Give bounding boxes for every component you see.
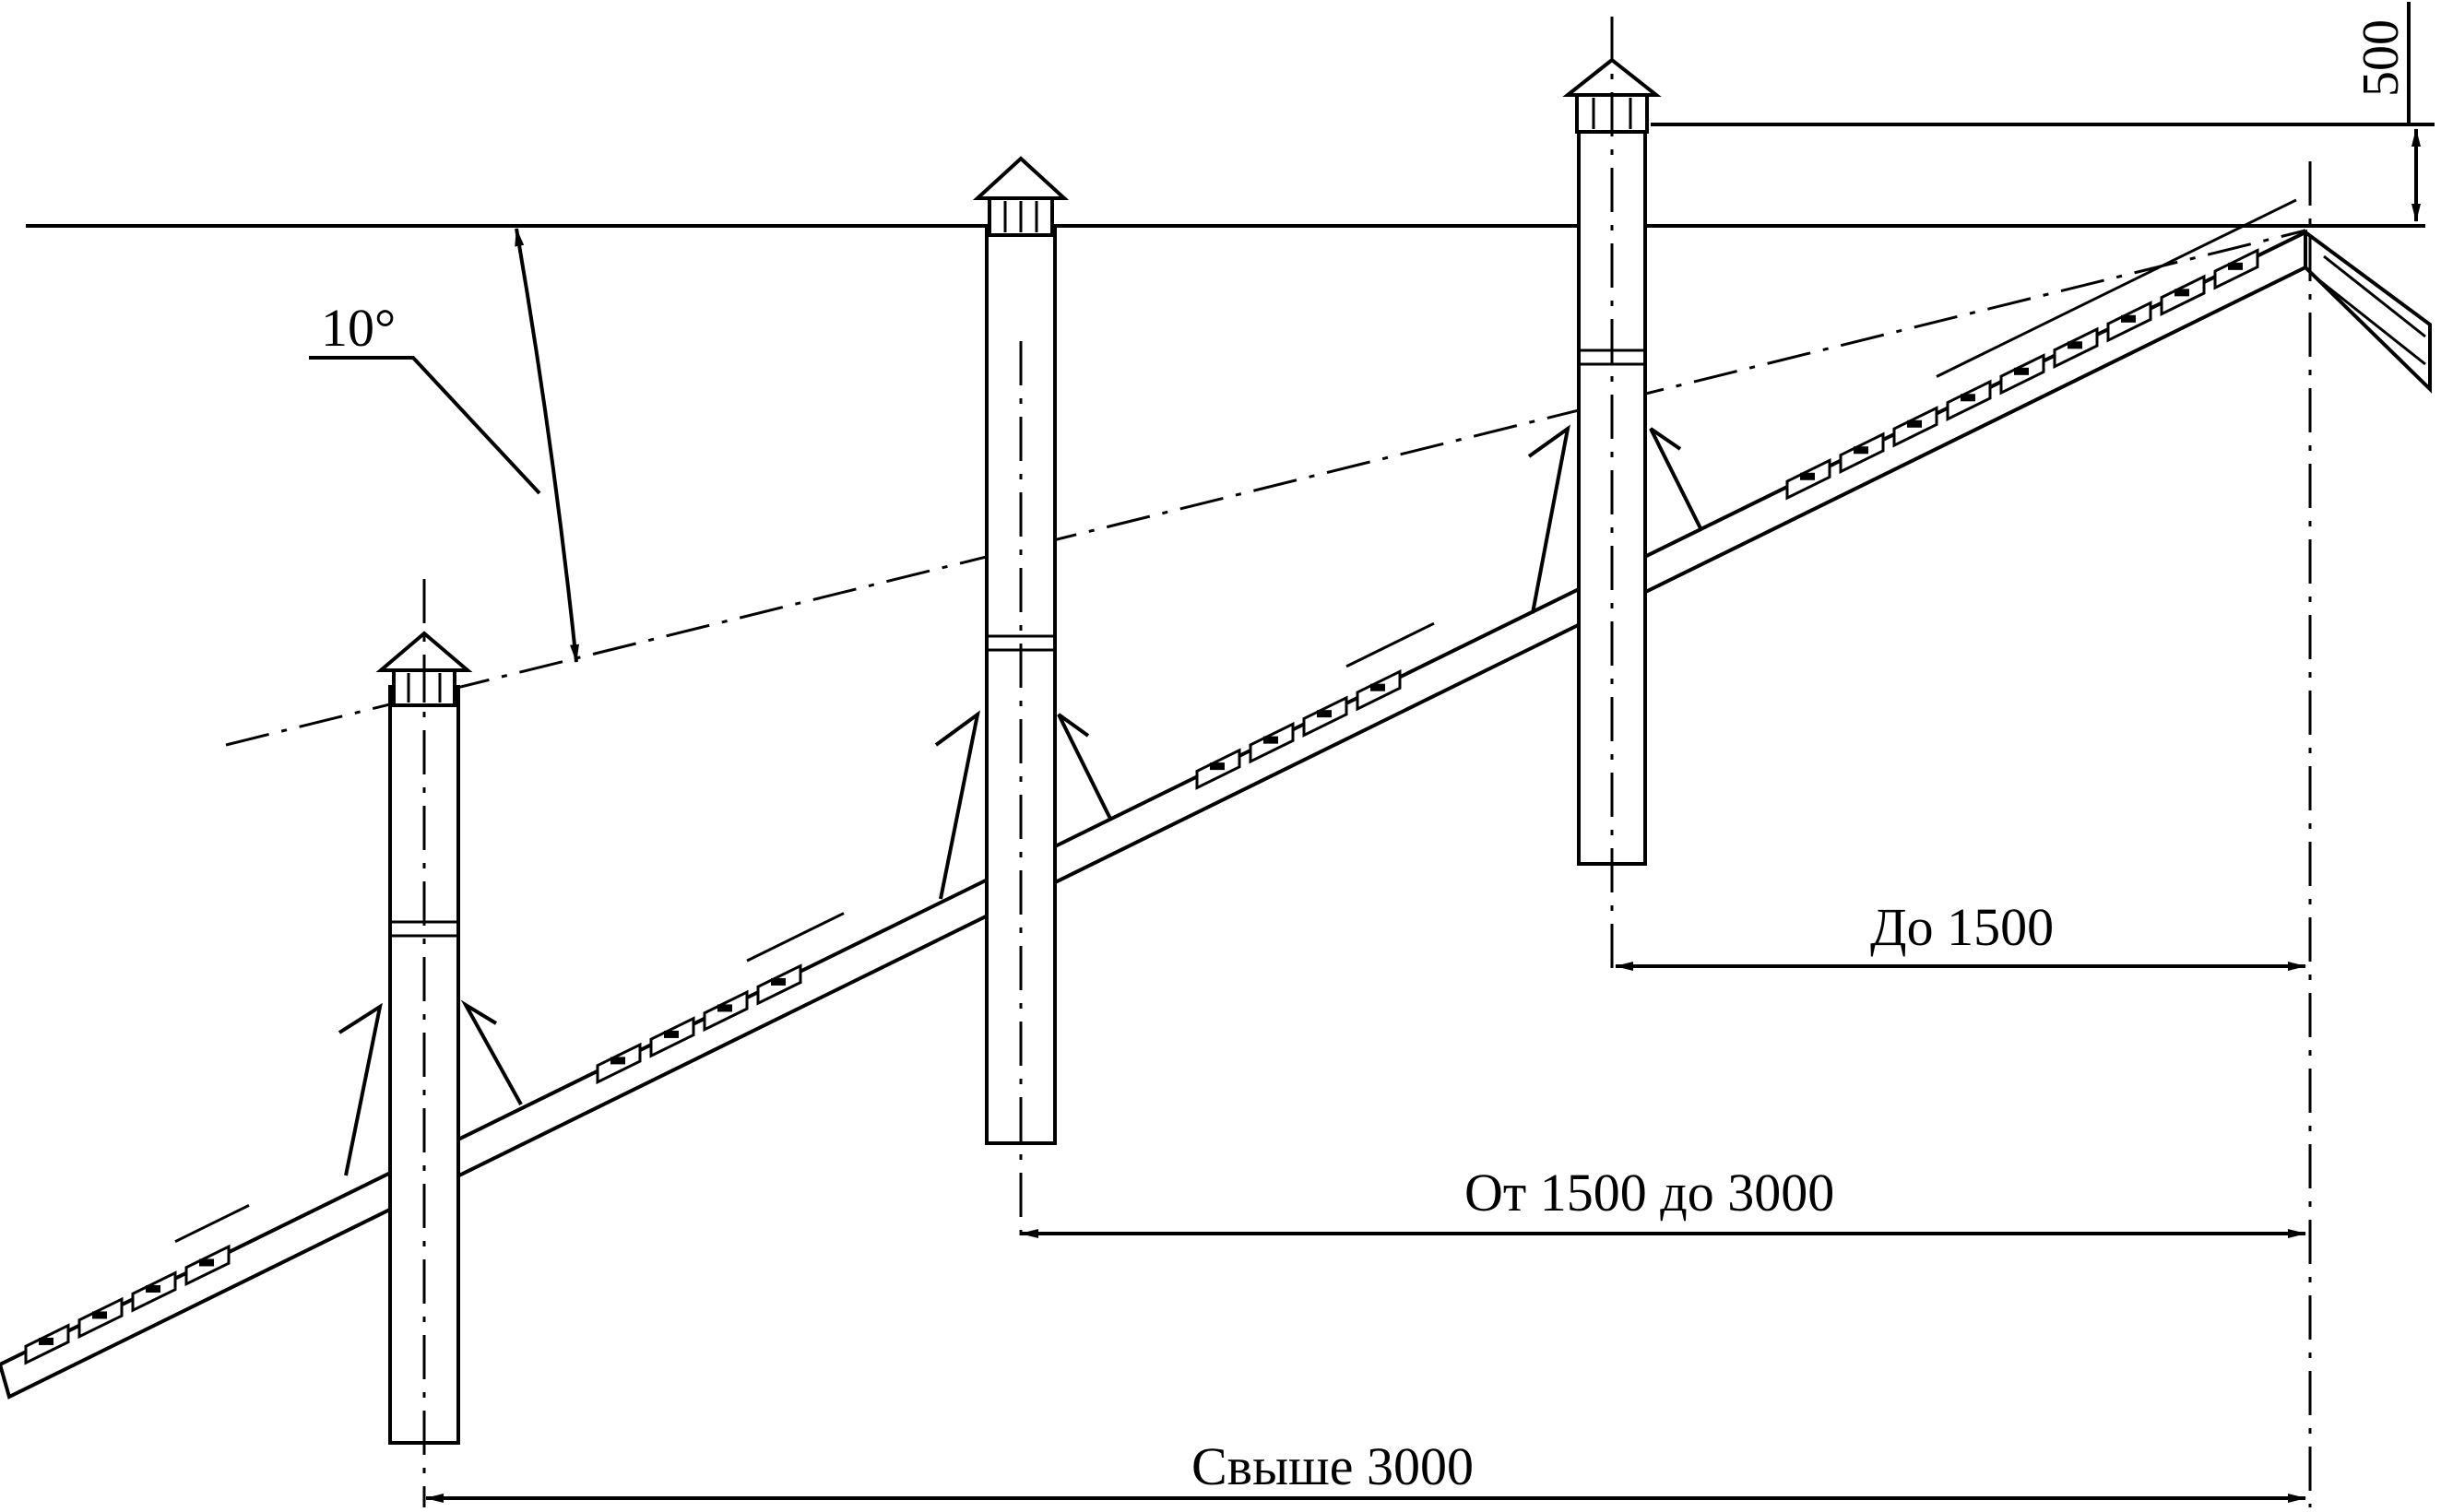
chimney-far — [338, 579, 523, 1507]
roof-tile-mark — [664, 1030, 679, 1038]
roof-tile-mark — [2121, 314, 2136, 323]
tile-edge-line — [746, 912, 845, 963]
roof-tile-mark — [1317, 710, 1332, 718]
roof-tile-mark — [2014, 367, 2029, 375]
height-dimension: 500 — [1651, 2, 2435, 222]
roof-tile-mark — [1907, 419, 1922, 428]
roof-tile-mark — [146, 1284, 160, 1293]
angle-annotation: 10° — [309, 228, 579, 663]
roof-tile-mark — [2228, 262, 2243, 270]
roof-tile-mark — [610, 1057, 625, 1065]
roof-tile-mark — [1210, 762, 1225, 771]
roof-tile-mark — [39, 1337, 53, 1345]
ten-degree-line — [225, 229, 2306, 747]
angle-label: 10° — [321, 298, 396, 358]
dimension-near-label: До 1500 — [1870, 897, 2054, 957]
roof-tile-mark — [1854, 446, 1868, 455]
roof-tile-mark — [1961, 394, 1975, 402]
dimension-near: До 1500 — [1615, 897, 2306, 971]
roof-tile-mark — [1370, 683, 1385, 691]
roof-tile-mark — [771, 977, 786, 986]
roof-tile-mark — [92, 1311, 107, 1319]
chimney-mid — [934, 156, 1113, 1240]
height-label: 500 — [2352, 19, 2410, 97]
roof-tile-mark — [199, 1258, 214, 1267]
roof-tile-mark — [1263, 736, 1278, 744]
dimension-far: Свыше 3000 — [425, 1436, 2306, 1503]
roof-tile-mark — [1800, 472, 1815, 480]
tile-edge-line — [1936, 198, 2297, 378]
dimension-mid-label: От 1500 до 3000 — [1464, 1163, 1834, 1223]
tile-edge-line — [174, 1204, 250, 1244]
dimension-mid: От 1500 до 3000 — [1020, 1163, 2306, 1238]
roof-slope — [0, 229, 2432, 1400]
roof-tile-mark — [2068, 341, 2082, 349]
roof-tile-mark — [2174, 289, 2189, 297]
roof-tile-mark — [717, 1004, 732, 1012]
tile-edge-line — [1345, 621, 1435, 668]
chimney-near — [1527, 17, 1703, 975]
dimension-far-label: Свыше 3000 — [1191, 1436, 1474, 1496]
roof-tiles — [24, 198, 2297, 1365]
